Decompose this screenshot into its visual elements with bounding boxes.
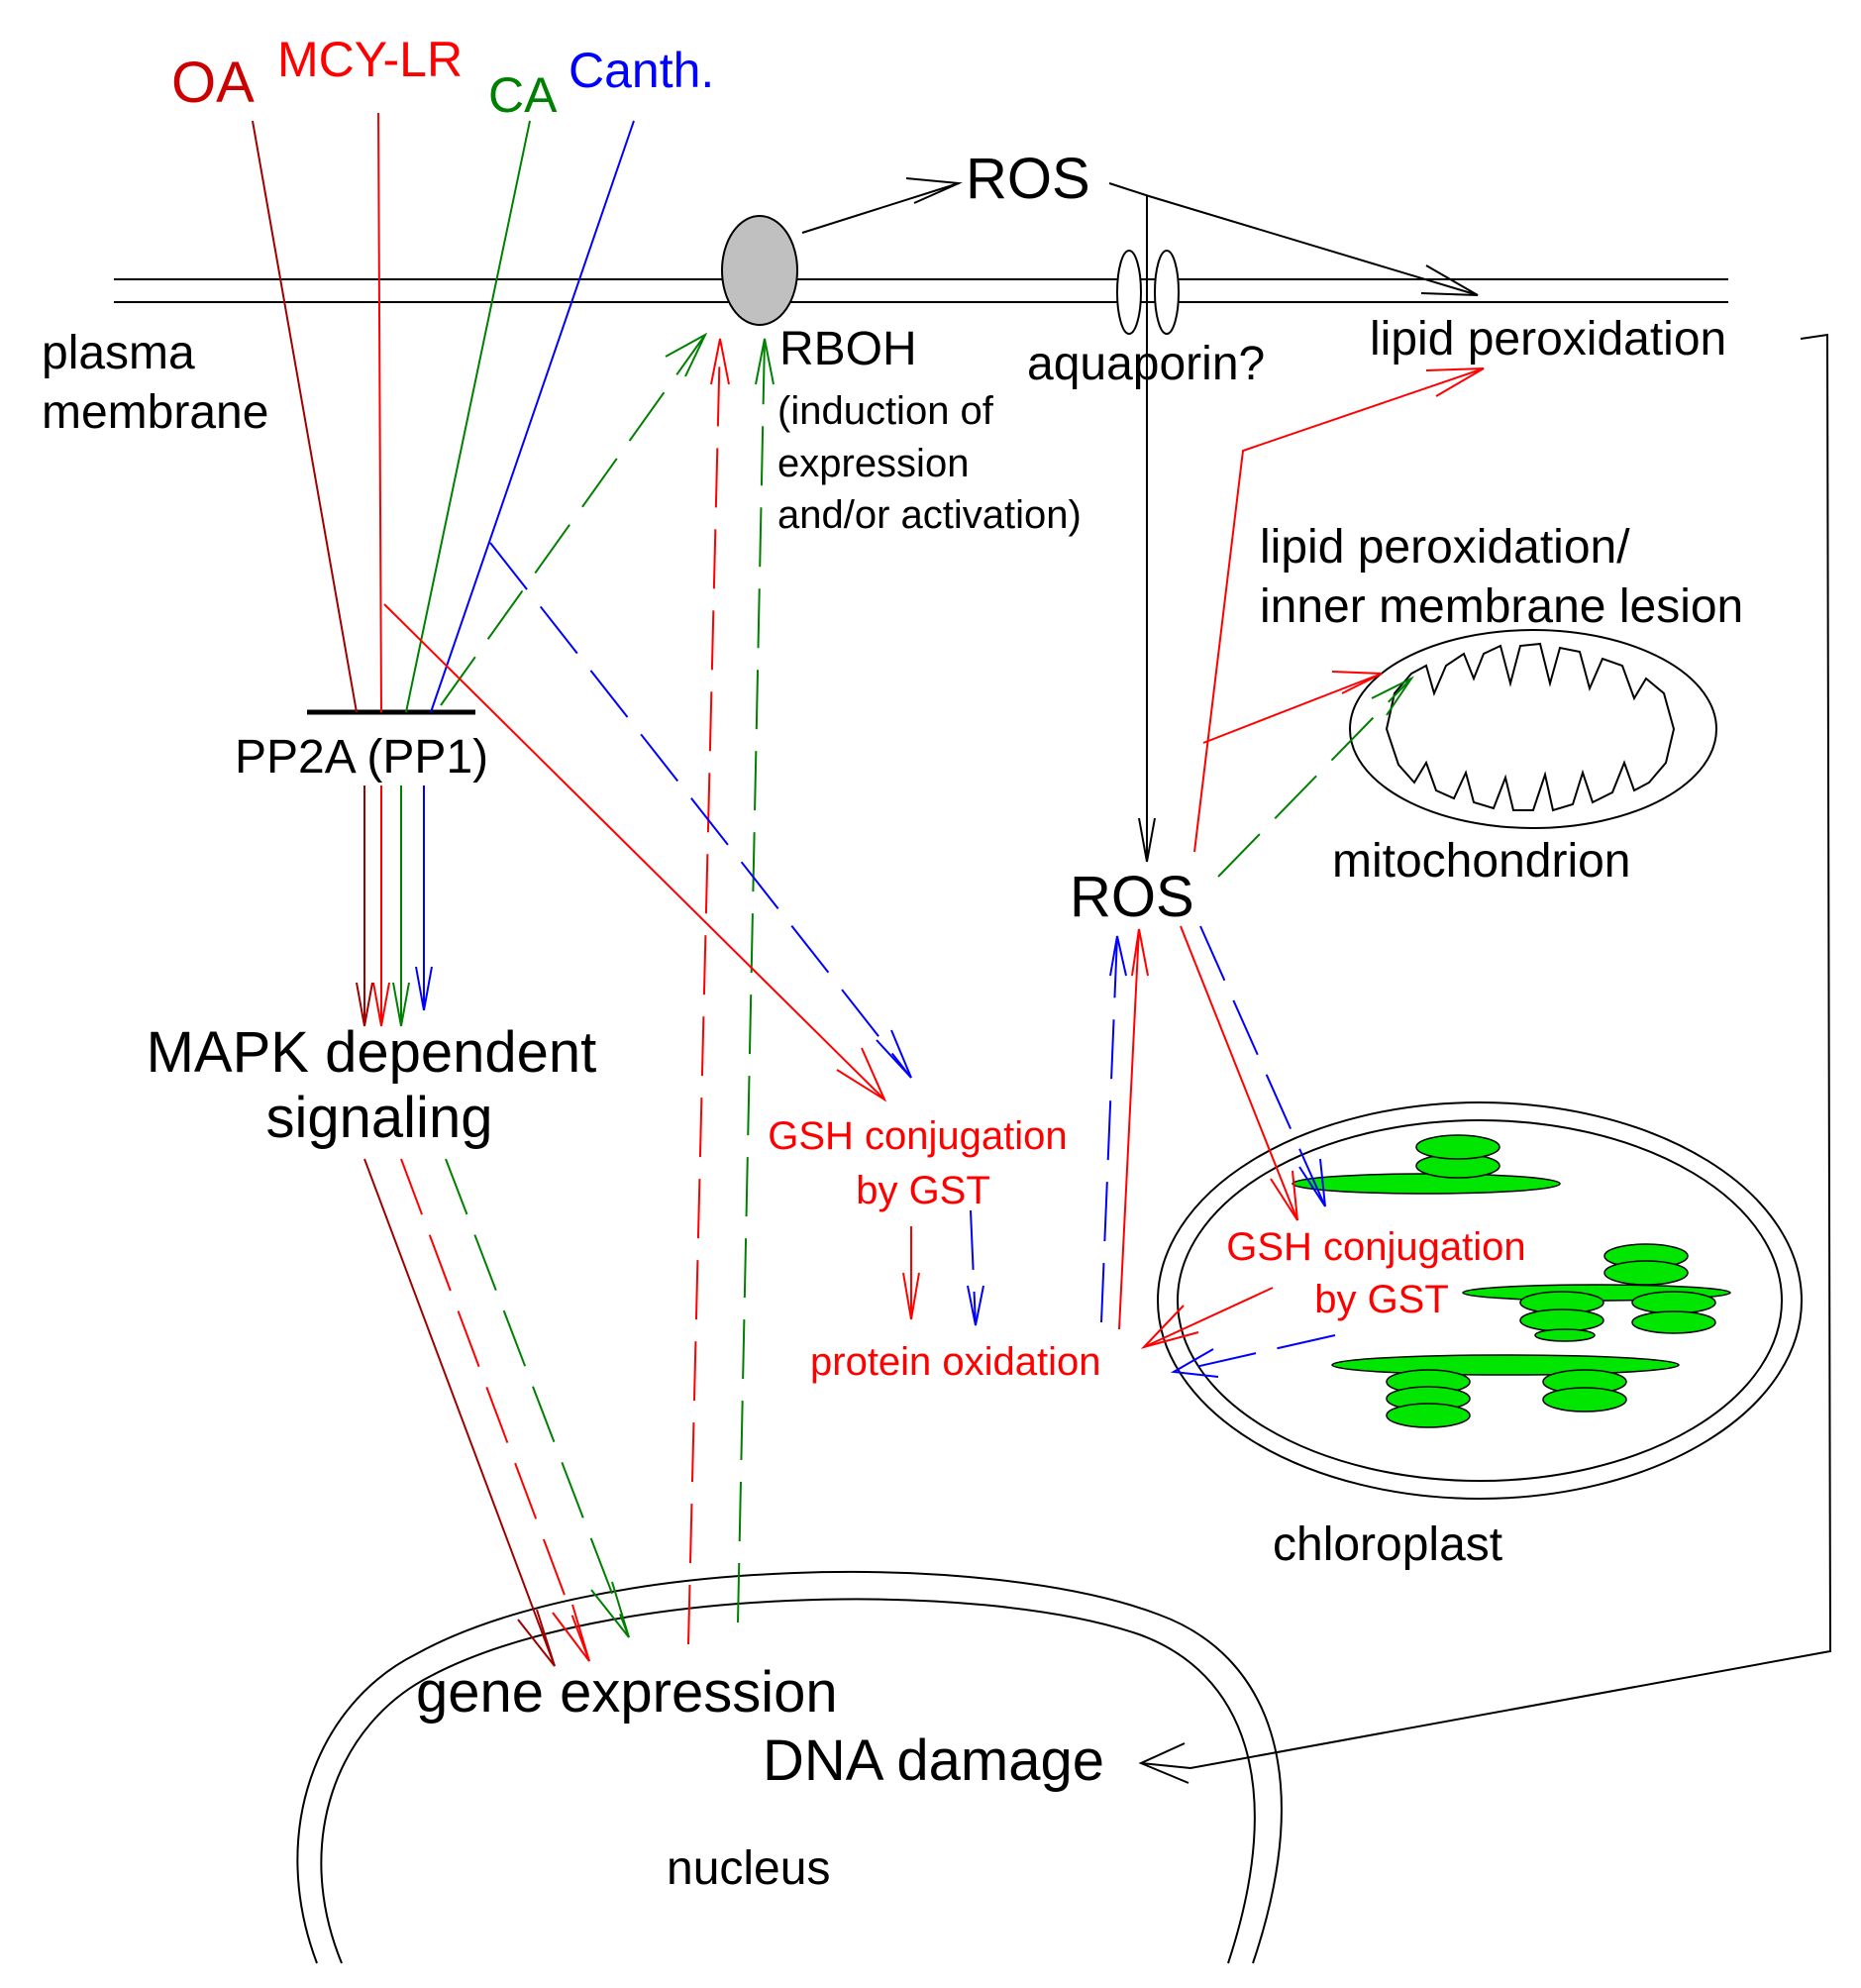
oa-pp2a-to-mapk-arrow (356, 785, 373, 1027)
ros-to-mito-red-arrow (1202, 671, 1383, 744)
chlorogsh-to-protox-red-arrow (1140, 1287, 1274, 1349)
lipid-to-dna-arrow (1138, 333, 1832, 1784)
dna-damage-label: DNA damage (763, 1728, 1104, 1793)
ca-gene-to-rboh-arrow (737, 338, 775, 1623)
inhibitor-canth: Canth. (569, 43, 714, 98)
chloroplast-label: chloroplast (1273, 1518, 1502, 1571)
gsh-chloro-line1: GSH conjugation (1226, 1225, 1525, 1269)
ca-pp2a-to-rboh-arrow (440, 332, 708, 706)
ros-to-chloro-blue-arrow (1199, 925, 1326, 1207)
gsh-cyto-line2: by GST (856, 1169, 990, 1212)
oa-to-pp2a-line (252, 120, 358, 713)
ros-to-lipid-red-arrow (1193, 367, 1485, 853)
canth-pp2a-to-mapk-arrow (415, 785, 433, 1011)
inhibitor-ca: CA (488, 67, 558, 123)
rboh-label: RBOH (779, 323, 917, 375)
mitochondrion-label: mitochondrion (1332, 835, 1631, 888)
rboh-note: (induction of expression and/or activati… (777, 389, 1082, 537)
mcy-to-gsh-arrow (383, 603, 887, 1102)
plasma-membrane (114, 278, 1728, 303)
rboh-note-line3: and/or activation) (777, 493, 1082, 537)
aquaporin-channel (1116, 250, 1180, 335)
gsh-cyto-label: GSH conjugation by GST (768, 1114, 1079, 1212)
mcy-pp2a-to-mapk-arrow (372, 785, 390, 1027)
gene-expression-label: gene expression (416, 1660, 838, 1725)
pp2a-label: PP2A (PP1) (235, 731, 488, 784)
canth-to-pp2a-line (430, 120, 635, 713)
ros-mid-label: ROS (1070, 865, 1194, 929)
ros-to-mito-green-arrow (1217, 676, 1414, 878)
inhibitor-oa: OA (171, 51, 255, 115)
canth-to-gsh-arrow (489, 542, 912, 1079)
chlorogsh-to-protox-blue-arrow (1170, 1334, 1336, 1378)
oa-mapk-to-gene-arrow (363, 1158, 556, 1667)
mitochondrion (1349, 629, 1717, 829)
thylakoids (1292, 1134, 1731, 1428)
lipid-peroxidation-label: lipid peroxidation (1370, 313, 1726, 366)
ca-mapk-to-gene-arrow (445, 1158, 630, 1638)
pathway-arrows (252, 112, 1832, 1784)
mapk-line1: MAPK dependent (147, 1020, 597, 1085)
mito-damage-line2: inner membrane lesion (1260, 580, 1743, 633)
mcy-gene-to-rboh-arrow (687, 338, 730, 1645)
aquaporin-label: aquaporin? (1027, 338, 1265, 390)
rboh-note-line1: (induction of (777, 389, 994, 433)
protein-oxidation-label: protein oxidation (810, 1340, 1101, 1384)
plasma-membrane-line2: membrane (42, 386, 268, 439)
ros-top-label: ROS (966, 147, 1090, 211)
rboh-note-line2: expression (777, 442, 969, 485)
nucleus (296, 1571, 1283, 1964)
chloroplast (1157, 1101, 1803, 1500)
labels: OA MCY-LR CA Canth. ROS plasma membrane … (42, 32, 1743, 1895)
gsh-chloro-line2: by GST (1314, 1278, 1449, 1321)
mapk-line2: signaling (266, 1086, 493, 1150)
aquaporin-to-ros-arrow (1138, 196, 1156, 863)
protox-to-ros-blue-arrow (1100, 935, 1127, 1323)
mapk-label: MAPK dependent signaling (147, 1020, 613, 1150)
gsh-chloro-label: GSH conjugation by GST (1226, 1225, 1537, 1321)
protox-to-ros-red-arrow (1118, 928, 1149, 1330)
rboh-enzyme (721, 215, 798, 326)
ros-to-lipid-arrow (1108, 182, 1479, 296)
rboh-to-ros-arrow (801, 177, 963, 234)
mito-damage-line1: lipid peroxidation/ (1260, 521, 1630, 574)
mcy-mapk-to-gene-arrow (400, 1158, 590, 1662)
ca-pp2a-to-mapk-arrow (392, 785, 410, 1027)
inhibitor-mcy-lr: MCY-LR (277, 32, 463, 87)
nucleus-label: nucleus (667, 1842, 830, 1895)
plasma-membrane-label: plasma membrane (42, 327, 268, 439)
ros-to-chloro-red-arrow (1180, 925, 1298, 1221)
plasma-membrane-line1: plasma (42, 327, 195, 379)
gsh-to-protox-blue-arrow (967, 1209, 984, 1326)
gsh-to-protox-red-arrow (902, 1226, 920, 1320)
gsh-cyto-line1: GSH conjugation (768, 1114, 1067, 1158)
mito-damage-label: lipid peroxidation/ inner membrane lesio… (1260, 521, 1743, 633)
mcy-to-pp2a-line (377, 112, 382, 713)
ca-to-pp2a-line (405, 120, 531, 713)
